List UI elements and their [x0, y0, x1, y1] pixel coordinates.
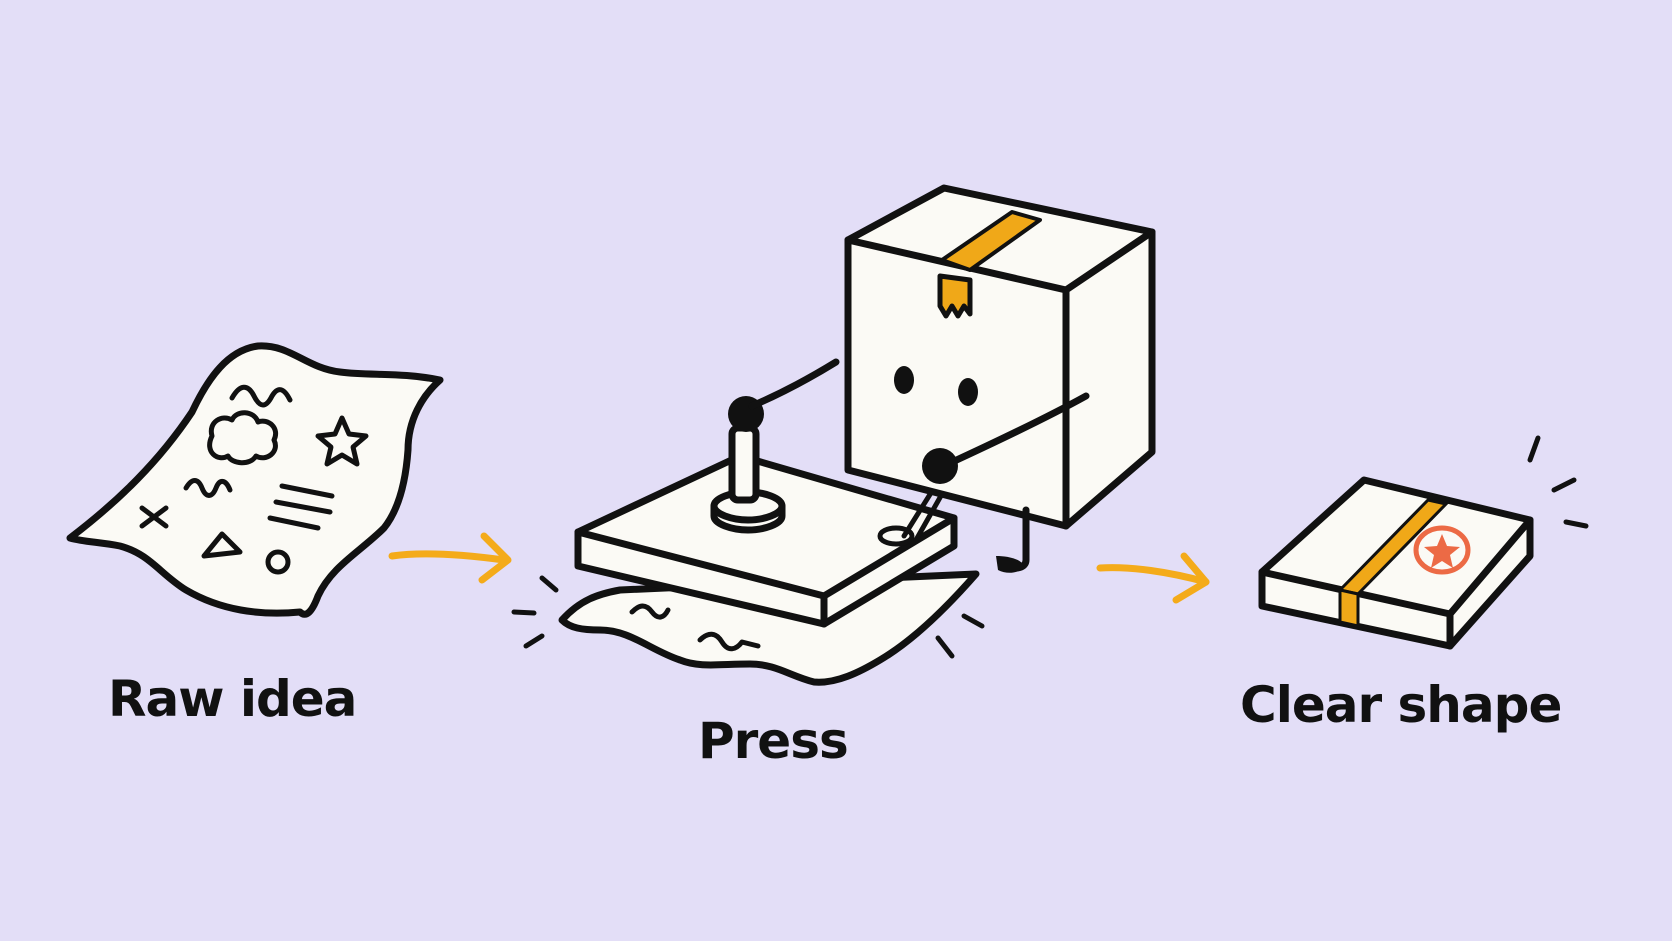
arrow-right-icon-1 — [388, 532, 512, 584]
star-badge-icon — [1413, 525, 1471, 575]
step-label-press: Press — [698, 712, 849, 770]
wrapped-package-icon — [1258, 435, 1589, 650]
box-character-press-icon — [511, 184, 1156, 686]
arrow-right-icon-2 — [1096, 552, 1210, 604]
crumpled-paper-icon — [66, 342, 444, 618]
step-label-raw-idea: Raw idea — [108, 670, 357, 728]
step-label-clear-shape: Clear shape — [1240, 676, 1562, 734]
